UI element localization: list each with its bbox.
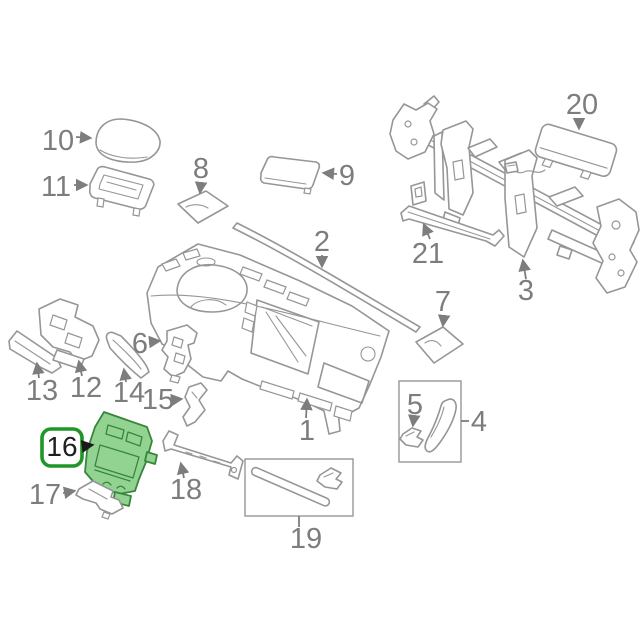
- callout-21: 21: [412, 222, 444, 270]
- part-1-label[interactable]: 1: [299, 415, 315, 447]
- part-13-drawing[interactable]: [8, 330, 62, 374]
- part-9-label[interactable]: 9: [339, 160, 355, 192]
- part-1-drawing[interactable]: [146, 243, 390, 435]
- part-19-label[interactable]: 19: [290, 523, 322, 555]
- part-18-label[interactable]: 18: [170, 474, 202, 506]
- part-20-drawing[interactable]: [504, 123, 618, 185]
- part-11-label[interactable]: 11: [41, 171, 71, 203]
- part-3-drawing[interactable]: [389, 95, 640, 294]
- callout-13: 13: [26, 361, 58, 407]
- callout-1: 1: [299, 397, 315, 447]
- part-20-label[interactable]: 20: [566, 89, 598, 121]
- part-8-label[interactable]: 8: [193, 153, 209, 185]
- part-16-drawing[interactable]: [84, 411, 158, 507]
- callout-17: 17: [29, 479, 77, 511]
- callout-5: 5: [407, 389, 423, 428]
- callout-8: 8: [193, 153, 209, 195]
- part-8-drawing[interactable]: [177, 190, 229, 224]
- callout-10: 10: [42, 125, 93, 157]
- part-17-drawing[interactable]: [75, 480, 124, 520]
- callout-20: 20: [566, 89, 598, 131]
- part-7-label[interactable]: 7: [435, 286, 451, 318]
- part-10-label[interactable]: 10: [42, 125, 74, 157]
- part-11-drawing[interactable]: [88, 165, 155, 217]
- part-2-label[interactable]: 2: [314, 226, 330, 258]
- callout-3: 3: [518, 258, 534, 307]
- part-21-drawing[interactable]: [400, 181, 505, 247]
- callout-6: 6: [132, 328, 162, 360]
- part-19-group[interactable]: [244, 458, 354, 527]
- part-12-label[interactable]: 12: [70, 372, 102, 404]
- callout-16-badge[interactable]: 16: [40, 427, 95, 468]
- part-3-label[interactable]: 3: [518, 275, 534, 307]
- part-18-drawing[interactable]: [162, 430, 244, 480]
- part-7-drawing[interactable]: [415, 326, 464, 364]
- part-2-drawing[interactable]: [232, 222, 421, 333]
- part-15-label[interactable]: 15: [142, 384, 174, 416]
- callout-18: 18: [170, 461, 202, 506]
- part-4-drawing: [424, 398, 457, 453]
- part-6-drawing[interactable]: [161, 324, 198, 384]
- part-9-drawing[interactable]: [259, 155, 321, 195]
- callout-9: 9: [321, 160, 355, 192]
- part-5-label[interactable]: 5: [407, 389, 423, 421]
- part-17-label[interactable]: 17: [29, 479, 61, 511]
- callout-14: 14: [113, 367, 145, 409]
- part-15-drawing[interactable]: [182, 382, 208, 427]
- part-10-drawing[interactable]: [95, 118, 161, 163]
- part-4-5-group[interactable]: [398, 380, 469, 463]
- callout-19: 19: [290, 523, 322, 555]
- part-21-label[interactable]: 21: [412, 238, 444, 270]
- part-13-label[interactable]: 13: [26, 375, 58, 407]
- callout-2: 2: [314, 226, 330, 269]
- callout-15: 15: [142, 384, 184, 416]
- part-5-drawing: [399, 427, 424, 448]
- callout-7: 7: [435, 286, 451, 328]
- part-14-drawing[interactable]: [105, 331, 150, 379]
- callout-4: 4: [471, 406, 487, 438]
- callout-11: 11: [41, 171, 89, 203]
- callout-12: 12: [70, 359, 102, 404]
- part-16-label: 16: [46, 431, 77, 462]
- part-6-label[interactable]: 6: [132, 328, 148, 360]
- part-4-label[interactable]: 4: [471, 406, 487, 438]
- part-14-label[interactable]: 14: [113, 377, 145, 409]
